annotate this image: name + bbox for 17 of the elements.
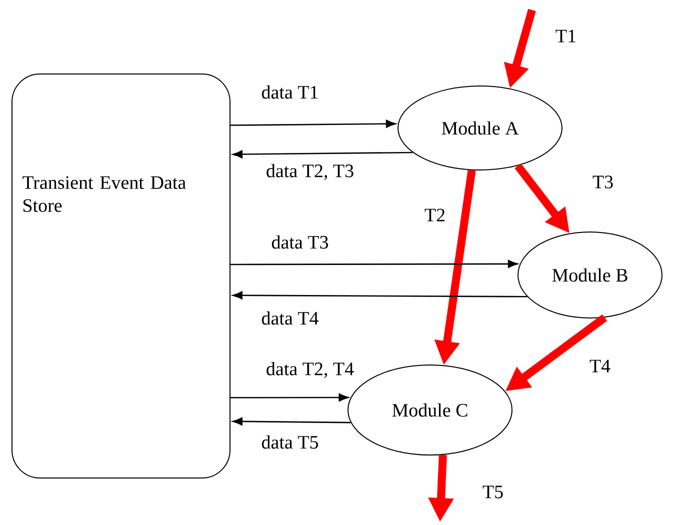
edge-label: data T3 [270, 234, 330, 250]
edge-label: data T4 [260, 310, 320, 326]
arrow [232, 291, 528, 300]
data-store-box: Transient Event Data Store [12, 74, 230, 478]
arrow [232, 417, 351, 426]
edge-label: data T5 [260, 434, 320, 450]
edge-label: T5 [481, 484, 505, 500]
arrow [230, 393, 349, 402]
arrow [230, 260, 518, 268]
edge-label: data T1 [260, 84, 320, 100]
edge-label: T2 [423, 208, 447, 222]
arrow [232, 150, 413, 158]
arrow [230, 120, 396, 128]
edge-label: T1 [554, 28, 578, 44]
edge-label: data T2, T3 [264, 162, 356, 182]
edge-label: T3 [591, 174, 615, 190]
edge-label: T4 [588, 358, 612, 374]
